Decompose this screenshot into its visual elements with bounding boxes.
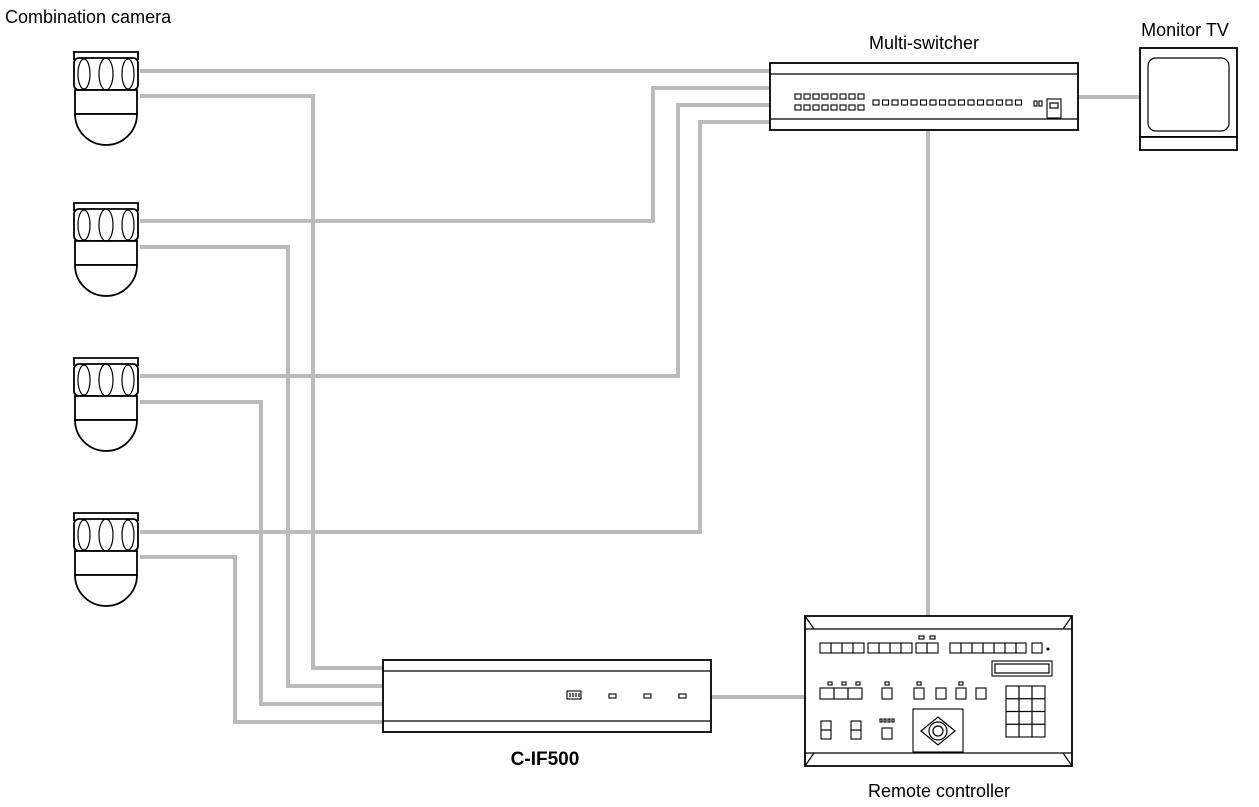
label-monitor-tv: Monitor TV (1141, 20, 1229, 40)
switcher-button (848, 93, 856, 100)
switcher-button (857, 104, 865, 111)
switcher-button (830, 93, 838, 100)
label-multi-switcher: Multi-switcher (869, 33, 979, 53)
switcher-button (839, 104, 847, 111)
camera-2 (73, 202, 139, 297)
video-cable-camera-4 (140, 120, 770, 534)
multi-switcher (769, 62, 1079, 131)
switcher-button (995, 99, 1004, 106)
keypad (1005, 685, 1046, 738)
switcher-button (900, 99, 909, 106)
switcher-button (794, 104, 802, 111)
camera-icon (73, 357, 139, 452)
switcher-button (929, 99, 937, 106)
c-if500-interface (382, 659, 712, 733)
switcher-button (821, 93, 829, 100)
control-cable-camera-4 (140, 555, 383, 724)
cables (140, 69, 1140, 724)
switcher-button (910, 99, 918, 106)
remote-controller (804, 615, 1073, 767)
camera-1 (73, 51, 139, 146)
switcher-button (938, 99, 947, 106)
switcher-button (919, 99, 928, 106)
control-cable-camera-2 (140, 245, 383, 688)
joystick-icon (912, 708, 964, 753)
switcher-button (891, 99, 899, 106)
switcher-button (948, 99, 956, 106)
switcher-button (881, 99, 890, 106)
switcher-button (1005, 99, 1013, 106)
switcher-button (839, 93, 847, 100)
switcher-button (967, 99, 975, 106)
switcher-button (857, 93, 865, 100)
switcher-button (986, 99, 994, 106)
camera-icon (73, 202, 139, 297)
switcher-button (803, 93, 811, 100)
monitor-tv (1139, 47, 1238, 151)
camera-icon (73, 51, 139, 146)
control-cable-camera-3 (140, 400, 383, 706)
switcher-button (1014, 99, 1023, 106)
switcher-button (830, 104, 838, 111)
switcher-button-panel (794, 93, 1023, 111)
switcher-button (803, 104, 811, 111)
switcher-button (848, 104, 856, 111)
switcher-button (957, 99, 966, 106)
switcher-button (976, 99, 985, 106)
switcher-button (821, 104, 829, 111)
camera-3 (73, 357, 139, 452)
control-cable-camera-1 (140, 94, 383, 670)
label-remote-controller: Remote controller (868, 781, 1010, 801)
video-cable-camera-2 (140, 86, 770, 223)
video-cable-camera-3 (140, 103, 770, 378)
label-c-if500: C-IF500 (511, 749, 580, 770)
camera-icon (73, 512, 139, 607)
switcher-button (812, 104, 820, 111)
switcher-button (872, 99, 880, 106)
switcher-button (812, 93, 820, 100)
camera-4 (73, 512, 139, 607)
switcher-button (794, 93, 802, 100)
label-combination-camera: Combination camera (5, 7, 172, 27)
